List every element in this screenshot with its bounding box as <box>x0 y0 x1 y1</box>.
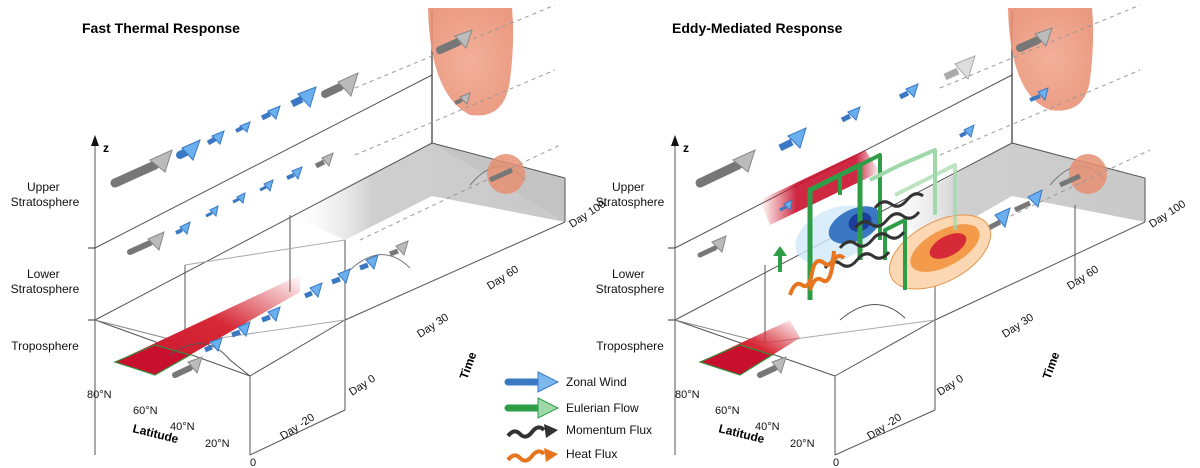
legend-item-eulerian-flow: Eulerian Flow <box>504 397 639 419</box>
legend-item-heat-flux: Heat Flux <box>506 447 617 463</box>
lat-label: 60°N <box>715 405 740 417</box>
polar-heating-patch <box>113 344 192 376</box>
time-axis-labels: Day 100 Day 60 Day 30 Day 0 Day -20 Time <box>278 198 608 442</box>
tropopause-bump <box>169 343 251 377</box>
legend-item-momentum-flux: Momentum Flux <box>506 423 652 439</box>
day-label: Day -20 <box>278 411 317 442</box>
legend-label: Eulerian Flow <box>566 401 639 415</box>
z-ticks <box>88 247 95 321</box>
fast-thermal-panel: Fast Thermal Response z <box>11 4 608 468</box>
layer-label-lower: Lower Stratosphere <box>11 267 80 296</box>
layer-label-lower: Lower Stratosphere <box>596 267 665 296</box>
z-axis-arrowhead <box>91 135 99 146</box>
heat-flux-arrows <box>788 250 846 296</box>
panel-title: Fast Thermal Response <box>82 20 240 36</box>
lat-label: 0 <box>250 457 256 468</box>
layer-label-line: Stratosphere <box>596 195 665 209</box>
legend: Zonal Wind Eulerian Flow Momentum Flux H… <box>504 371 652 463</box>
time-axis-title: Time <box>457 350 480 381</box>
z-axis-arrowhead <box>671 135 679 146</box>
day-label: Day 100 <box>1147 198 1188 230</box>
day-label: Day 60 <box>1065 263 1101 292</box>
day-label: Day 60 <box>485 263 521 292</box>
layer-label-troposphere: Troposphere <box>596 339 664 353</box>
legend-label: Momentum Flux <box>566 423 652 437</box>
lat-label: 0 <box>833 457 839 468</box>
layer-label-upper: Upper Stratosphere <box>596 180 665 209</box>
lat-label: 60°N <box>133 405 158 417</box>
layer-label-line: Stratosphere <box>596 282 665 296</box>
time-axis-title: Time <box>1040 350 1063 381</box>
layer-label-upper: Upper Stratosphere <box>11 180 80 209</box>
lower-strat-bump <box>344 254 411 276</box>
upper-strat-zonal-wind <box>695 27 1053 188</box>
upper-heating-blob <box>1008 8 1094 111</box>
eddy-mediated-panel: Eddy-Mediated Response z <box>596 4 1188 468</box>
frame-lines <box>94 74 566 456</box>
momentum-flux-arrows <box>823 192 924 269</box>
lower-strat-zonal-wind <box>127 152 334 255</box>
legend-label: Heat Flux <box>566 447 617 461</box>
day-label: Day 0 <box>935 373 966 399</box>
heat-flux-arrow-icon <box>506 448 558 463</box>
lat-label: 80°N <box>87 389 112 401</box>
lat-label: 20°N <box>790 438 815 450</box>
lower-heating-blob <box>1069 154 1107 194</box>
z-ticks <box>668 247 675 321</box>
troposphere-zonal-wind <box>757 356 787 378</box>
lat-label: 40°N <box>170 421 195 433</box>
z-axis-label: z <box>683 141 689 155</box>
upper-strat-zonal-wind <box>110 72 359 188</box>
tropopause-bump <box>839 304 906 321</box>
latitude-axis: 80°N 60°N 40°N 20°N 0 Latitude <box>675 389 839 468</box>
zonal-wind-arrow-icon <box>504 371 560 393</box>
upper-strat-zonal-wind-top <box>436 29 473 105</box>
panel-title: Eddy-Mediated Response <box>672 20 843 36</box>
upper-heating-blob <box>428 8 514 116</box>
momentum-flux-arrow-icon <box>506 424 558 439</box>
eddy-jet-cluster <box>795 205 992 290</box>
latitude-axis: 80°N 60°N 40°N 20°N 0 Latitude <box>87 389 256 468</box>
layer-label-line: Stratosphere <box>11 282 80 296</box>
day-label: Day 0 <box>347 373 378 399</box>
lat-label: 40°N <box>755 421 780 433</box>
legend-label: Zonal Wind <box>566 375 627 389</box>
timeline-dashes <box>354 4 561 241</box>
legend-item-zonal-wind: Zonal Wind <box>504 371 627 393</box>
lat-label: 80°N <box>675 389 700 401</box>
eulerian-flow-loops <box>773 148 957 300</box>
day-label: Day 30 <box>415 311 451 340</box>
troposphere-zonal-wind <box>172 167 514 378</box>
day-label: Day 30 <box>1000 311 1036 340</box>
eulerian-flow-arrow-icon <box>504 397 560 419</box>
layer-label-line: Stratosphere <box>11 195 80 209</box>
lat-label: 20°N <box>205 438 230 450</box>
polar-heating-patch <box>698 344 774 376</box>
z-axis-label: z <box>103 141 109 155</box>
layer-label-troposphere: Troposphere <box>11 339 79 353</box>
